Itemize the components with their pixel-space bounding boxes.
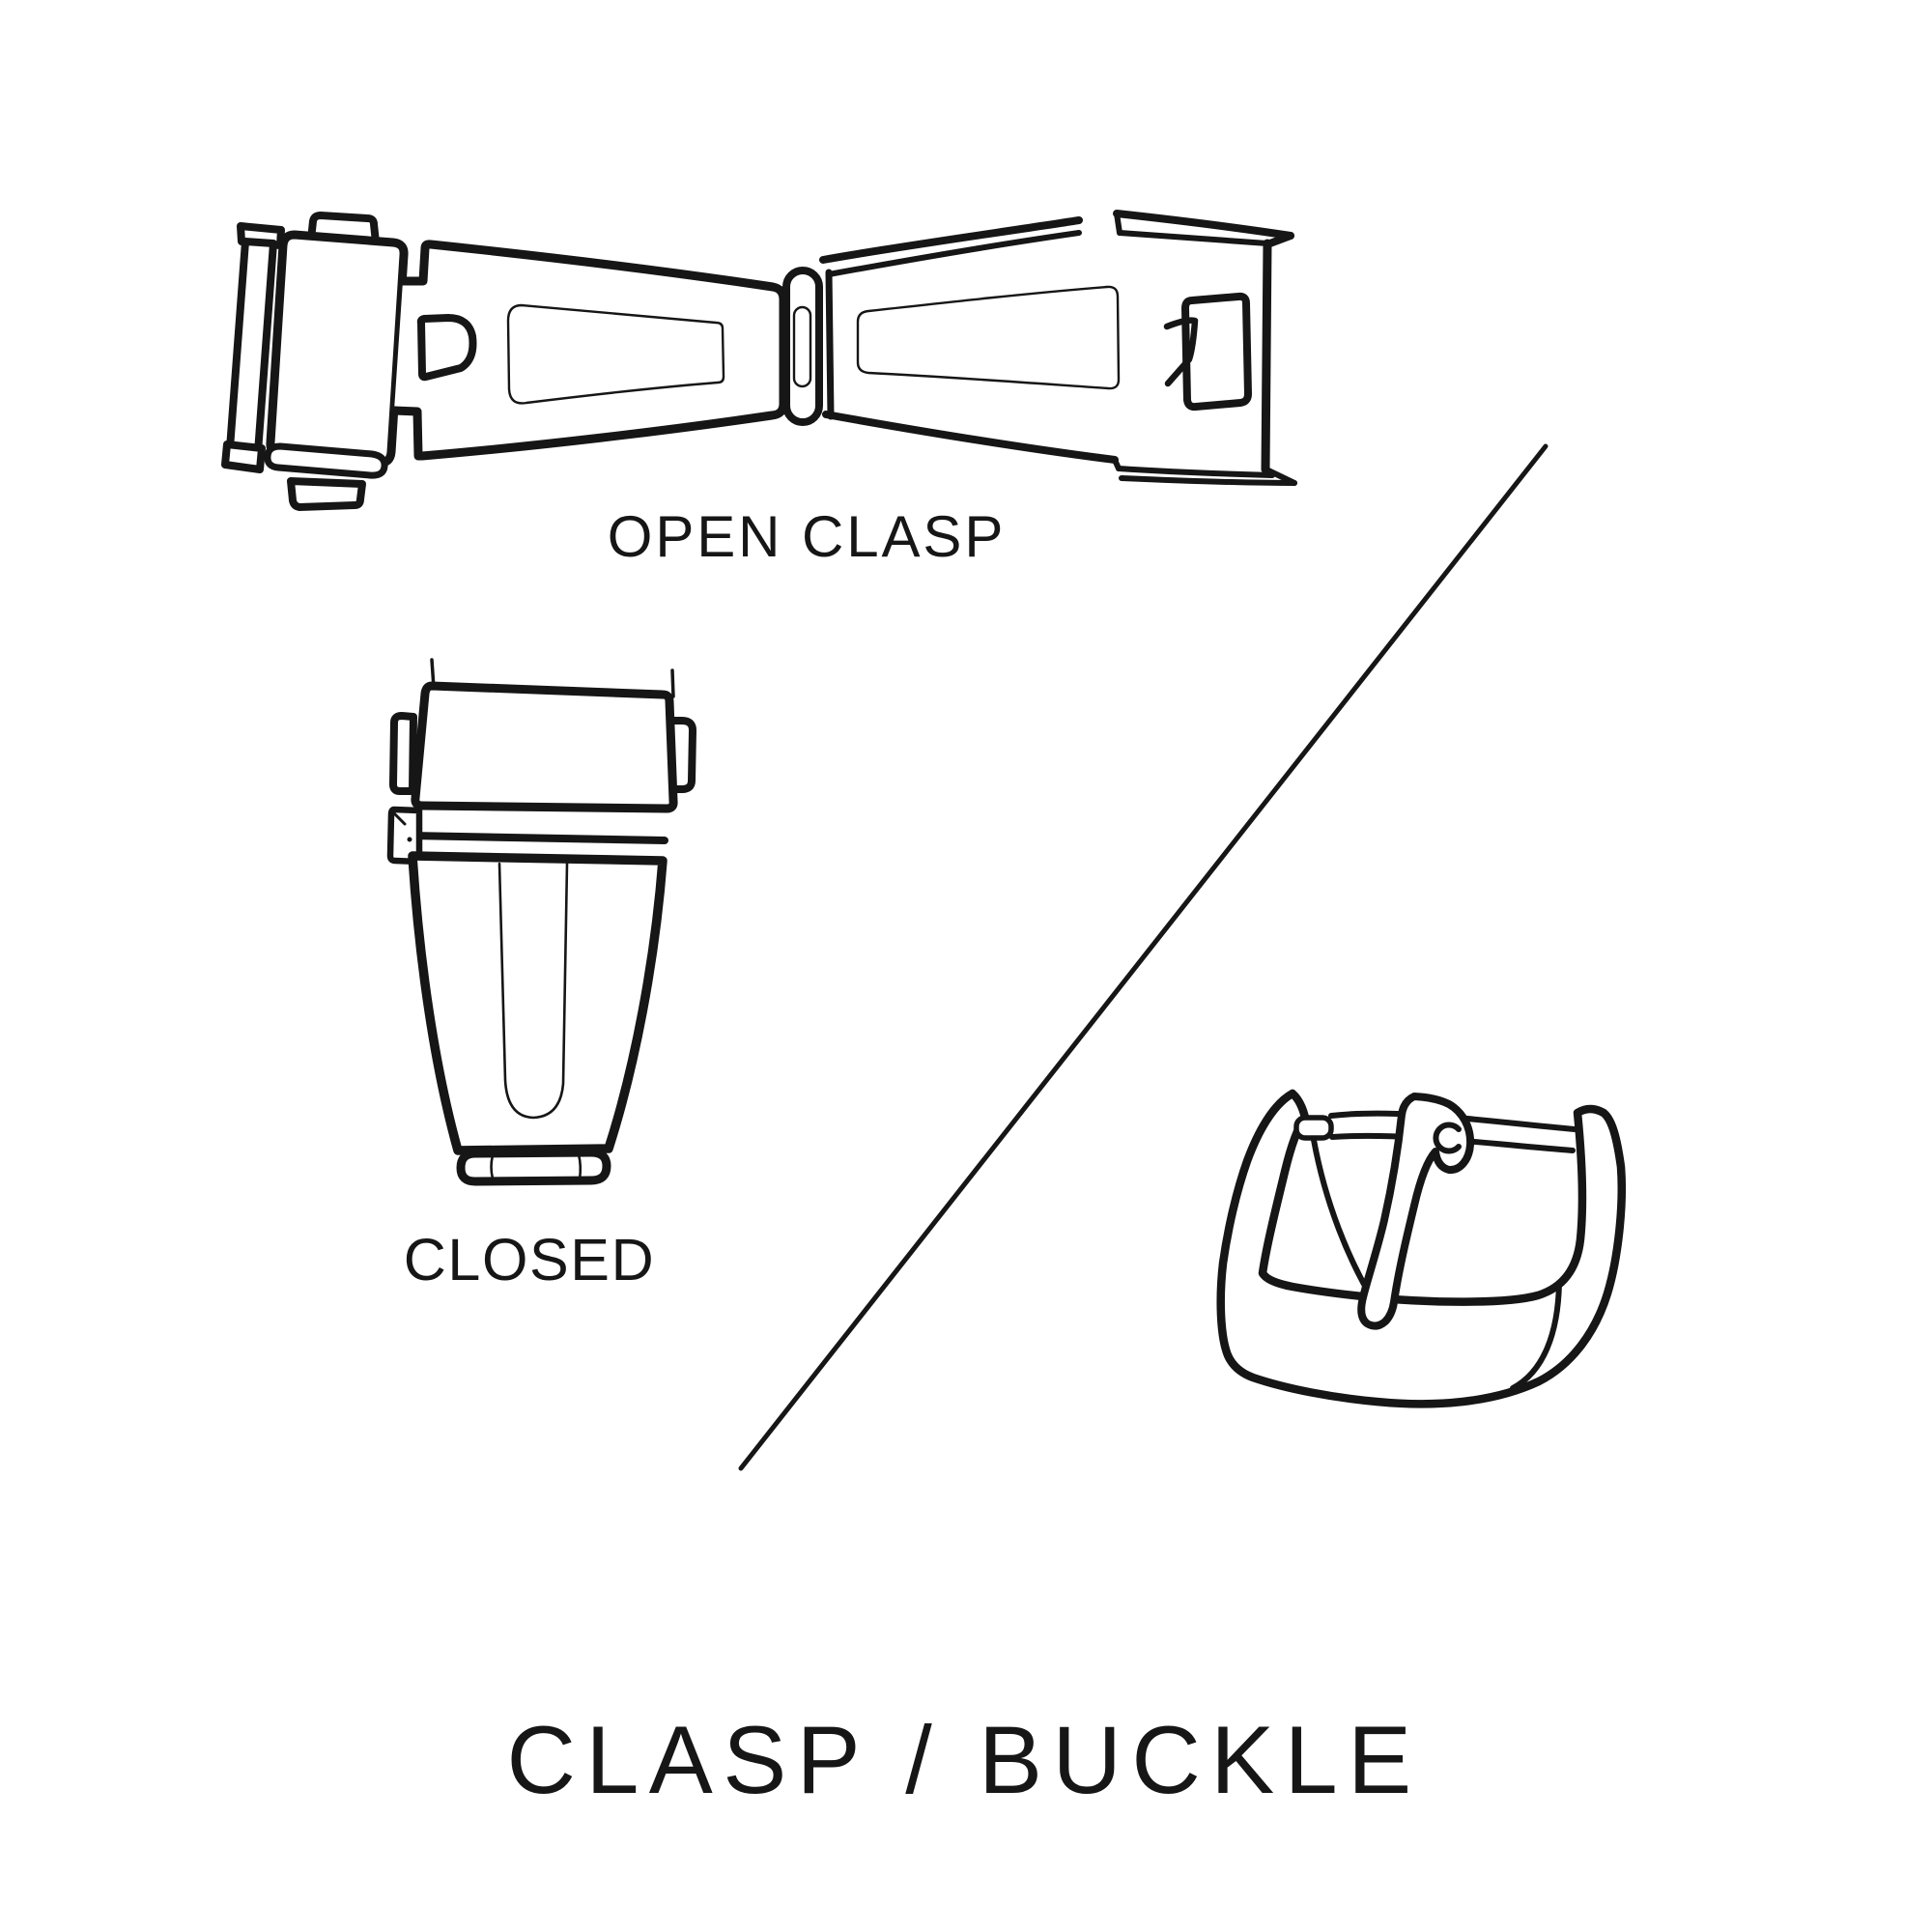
svg-text:CLOSED: CLOSED: [404, 1227, 655, 1293]
svg-text:OPEN CLASP: OPEN CLASP: [608, 504, 1006, 569]
svg-text:CLASP / BUCKLE: CLASP / BUCKLE: [506, 1706, 1421, 1813]
